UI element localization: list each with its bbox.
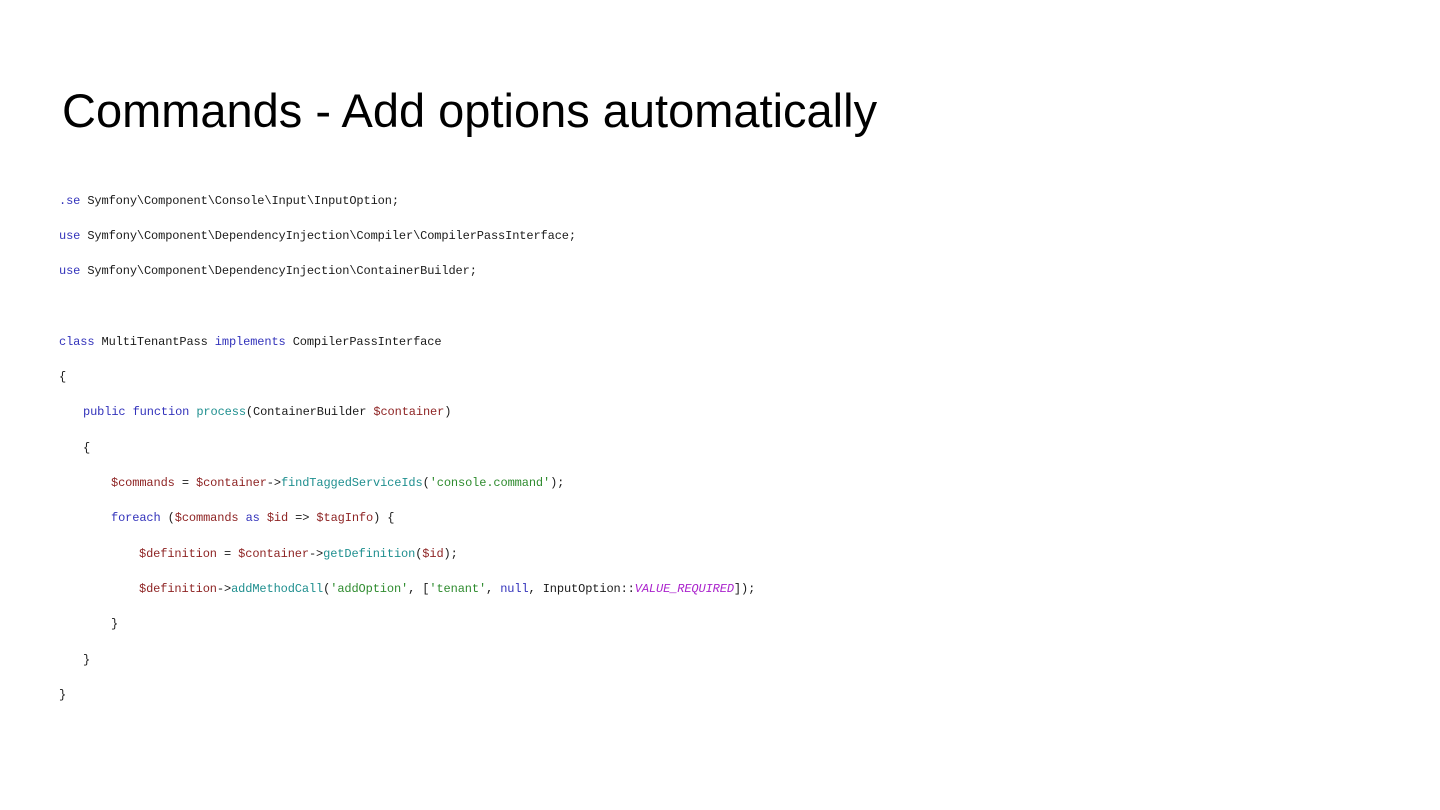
code-token-plain: , [486,581,501,596]
code-line: } [59,677,755,712]
code-token-variable: $container [373,405,445,420]
code-token-variable: $tagInfo [316,511,374,526]
code-token-variable: $definition [139,546,217,561]
code-token-variable: $definition [139,581,217,596]
code-line: public function process(ContainerBuilder… [59,395,755,430]
code-token-plain: } [59,687,67,702]
code-token-string: 'console.command' [429,476,551,491]
code-token-keyword: use [59,228,81,243]
code-token-variable: $container [195,476,267,491]
code-token-plain: ]); [733,581,756,596]
code-token-constant: VALUE_REQUIRED [634,581,734,596]
code-token-plain: ); [550,476,565,491]
code-line [59,289,755,324]
code-token-function: addMethodCall [231,581,324,596]
code-token-keyword: .se [59,193,81,208]
code-line: $definition = $container->getDefinition(… [59,536,755,571]
code-token-plain: = [174,476,196,491]
code-token-keyword: function [132,405,190,420]
code-line: class MultiTenantPass implements Compile… [59,324,755,359]
code-token-keyword: as [245,511,260,526]
code-token-function: findTaggedServiceIds [280,476,423,491]
code-token-plain: -> [266,476,281,491]
code-line: use Symfony\Component\DependencyInjectio… [59,218,755,253]
code-token-plain: Symfony\Component\DependencyInjection\Co… [80,228,576,243]
code-token-plain: } [111,617,119,632]
code-token-plain: ( [160,511,175,526]
code-line: { [59,430,755,465]
code-token-plain: -> [308,546,324,561]
code-line: $definition->addMethodCall('addOption', … [59,571,755,606]
code-token-plain: ( [415,546,423,561]
code-token-plain: Symfony\Component\DependencyInjection\Co… [80,264,477,279]
code-block: .se Symfony\Component\Console\Input\Inpu… [59,183,755,712]
code-token-plain [238,511,245,525]
code-token-plain [260,511,267,525]
code-line: .se Symfony\Component\Console\Input\Inpu… [59,183,755,218]
code-token-plain: ( [323,581,331,596]
code-token-variable: $id [266,511,289,526]
code-token-keyword: use [59,264,81,279]
code-token-plain: (ContainerBuilder [245,405,374,420]
code-token-keyword: public [83,405,126,420]
code-token-string: 'addOption' [330,581,409,596]
code-token-plain [126,405,133,419]
code-token-plain: ) { [373,511,395,526]
code-token-plain: -> [216,581,232,596]
code-token-plain [189,405,196,419]
code-token-function: process [196,405,246,420]
code-token-plain: Symfony\Component\Console\Input\InputOpt… [80,193,399,208]
code-line: foreach ($commands as $id => $tagInfo) { [59,501,755,536]
code-token-keyword: foreach [111,511,161,526]
code-token-plain: = [216,546,239,561]
code-line: $commands = $container->findTaggedServic… [59,465,755,500]
code-token-variable: $commands [174,511,239,526]
slide-title: Commands - Add options automatically [62,84,878,137]
code-line: } [59,607,755,642]
code-token-plain: MultiTenantPass [94,334,215,349]
code-token-keyword: class [59,334,95,349]
code-line: } [59,642,755,677]
code-token-plain: } [83,652,91,667]
code-token-variable: $container [238,546,309,561]
code-token-plain: ); [443,546,458,561]
code-token-plain: , InputOption:: [528,581,635,596]
code-token-plain: { [59,370,67,385]
code-token-string: 'tenant' [429,581,487,596]
code-token-keyword: null [500,581,529,596]
code-token-plain: ( [422,476,430,491]
code-token-function: getDefinition [323,546,416,561]
code-line: { [59,359,755,394]
code-token-variable: $commands [111,476,175,491]
code-token-plain: CompilerPassInterface [285,334,442,349]
code-token-plain: { [83,440,91,455]
code-token-keyword: implements [214,334,286,349]
code-token-plain: , [ [408,581,430,596]
code-line: use Symfony\Component\DependencyInjectio… [59,254,755,289]
code-token-plain: => [288,511,317,526]
code-token-plain: ) [444,405,452,420]
code-token-variable: $id [422,546,444,561]
